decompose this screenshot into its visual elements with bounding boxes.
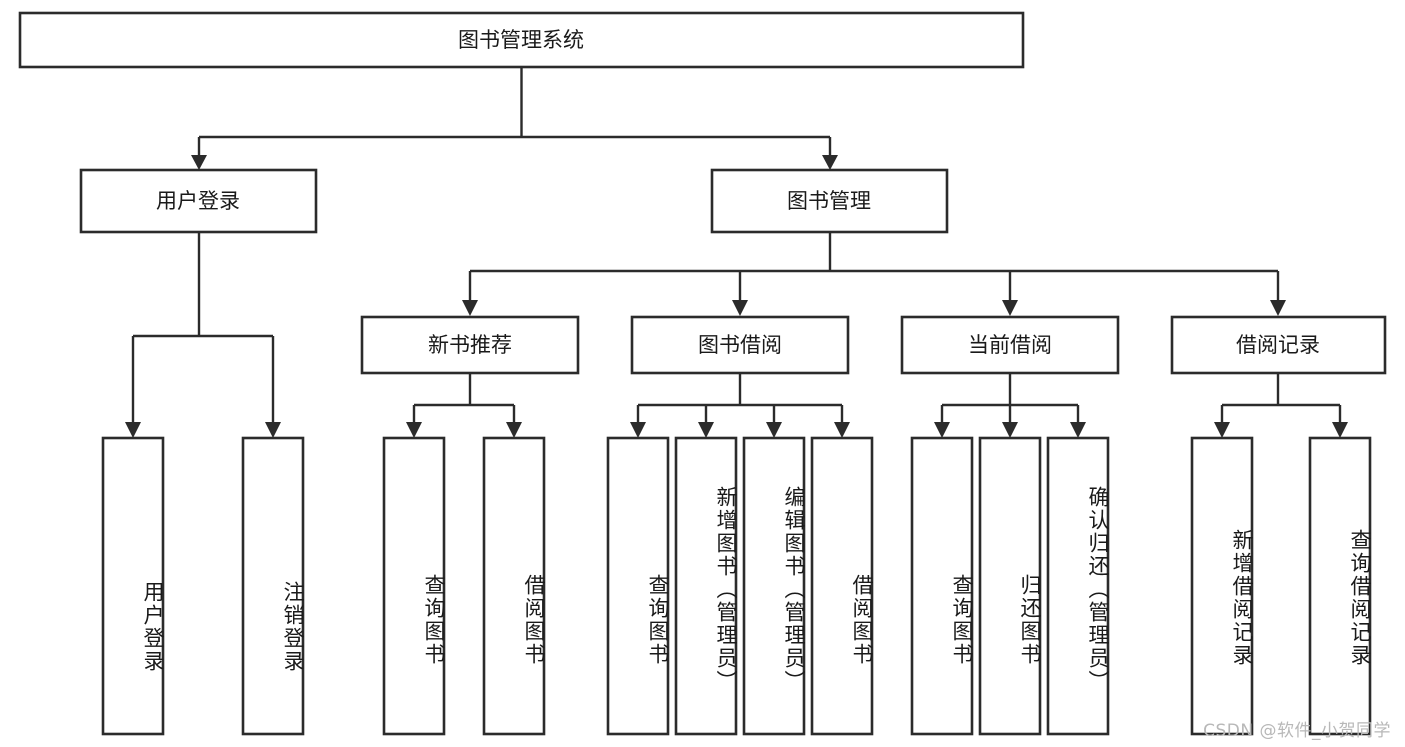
node-book-borrow-box[interactable]: [630, 315, 850, 375]
arrowhead-leaf-rec-borrow-book: [506, 422, 522, 438]
node-borrow-record-box[interactable]: [1170, 315, 1387, 375]
arrowhead-borrow-record: [1270, 300, 1286, 316]
node-current-borrow-box[interactable]: [900, 315, 1120, 375]
node-borrow-record-label: 借阅记录: [1236, 333, 1320, 357]
arrowhead-book-manage: [822, 155, 838, 170]
node-leaf-cb-query-book-box[interactable]: [910, 436, 974, 736]
node-user-login-box[interactable]: [79, 168, 318, 234]
arrowhead-leaf-cb-confirm-return: [1070, 422, 1086, 438]
arrowhead-leaf-br-query-record: [1332, 422, 1348, 438]
node-leaf-bb-add-book-box[interactable]: [674, 436, 738, 736]
arrowhead-leaf-br-add-record: [1214, 422, 1230, 438]
csdn-watermark: CSDN @软件_小贺同学: [1203, 721, 1391, 741]
arrowhead-leaf-logout: [265, 422, 281, 438]
node-root[interactable]: 图书管理系统: [18, 11, 1025, 69]
node-leaf-cb-confirm-return-box[interactable]: [1046, 436, 1110, 736]
node-current-borrow[interactable]: 当前借阅: [900, 315, 1120, 375]
node-leaf-bb-query-book-box[interactable]: [606, 436, 670, 736]
node-book-manage-box[interactable]: [710, 168, 949, 234]
node-leaf-br-add-record-box[interactable]: [1190, 436, 1254, 736]
node-leaf-br-query-record-box[interactable]: [1308, 436, 1372, 736]
node-borrow-record[interactable]: 借阅记录: [1170, 315, 1387, 375]
node-leaf-bb-borrow-book-box[interactable]: [810, 436, 874, 736]
node-leaf-rec-borrow-book-box[interactable]: [482, 436, 546, 736]
arrowhead-leaf-bb-edit-book: [766, 422, 782, 438]
arrowhead-new-book-rec: [462, 300, 478, 316]
arrowhead-leaf-bb-add-book: [698, 422, 714, 438]
arrowhead-leaf-cb-return-book: [1002, 422, 1018, 438]
arrowhead-leaf-bb-query-book: [630, 422, 646, 438]
node-book-manage[interactable]: 图书管理: [710, 168, 949, 234]
node-new-book-rec-label: 新书推荐: [428, 333, 512, 357]
node-root-box[interactable]: [18, 11, 1025, 69]
arrowhead-leaf-rec-query-book: [406, 422, 422, 438]
arrowhead-leaf-user-login: [125, 422, 141, 438]
arrowhead-current-borrow: [1002, 300, 1018, 316]
arrowhead-leaf-cb-query-book: [934, 422, 950, 438]
node-leaf-user-login-box[interactable]: [101, 436, 165, 736]
node-book-borrow[interactable]: 图书借阅: [630, 315, 850, 375]
node-leaf-bb-edit-book-box[interactable]: [742, 436, 806, 736]
connector-layer: [125, 67, 1348, 438]
arrowhead-leaf-bb-borrow-book: [834, 422, 850, 438]
node-book-borrow-label: 图书借阅: [698, 333, 782, 357]
node-root-label: 图书管理系统: [458, 28, 584, 52]
node-new-book-rec[interactable]: 新书推荐: [360, 315, 580, 375]
node-user-login[interactable]: 用户登录: [79, 168, 318, 234]
arrowhead-user-login: [191, 155, 207, 170]
leaf-box-layer: [101, 436, 1372, 736]
node-leaf-cb-return-book-box[interactable]: [978, 436, 1042, 736]
node-leaf-rec-query-book-box[interactable]: [382, 436, 446, 736]
node-leaf-logout-box[interactable]: [241, 436, 305, 736]
node-current-borrow-label: 当前借阅: [968, 333, 1052, 357]
node-new-book-rec-box[interactable]: [360, 315, 580, 375]
node-book-manage-label: 图书管理: [787, 189, 871, 213]
arrowhead-book-borrow: [732, 300, 748, 316]
node-user-login-label: 用户登录: [156, 189, 240, 213]
